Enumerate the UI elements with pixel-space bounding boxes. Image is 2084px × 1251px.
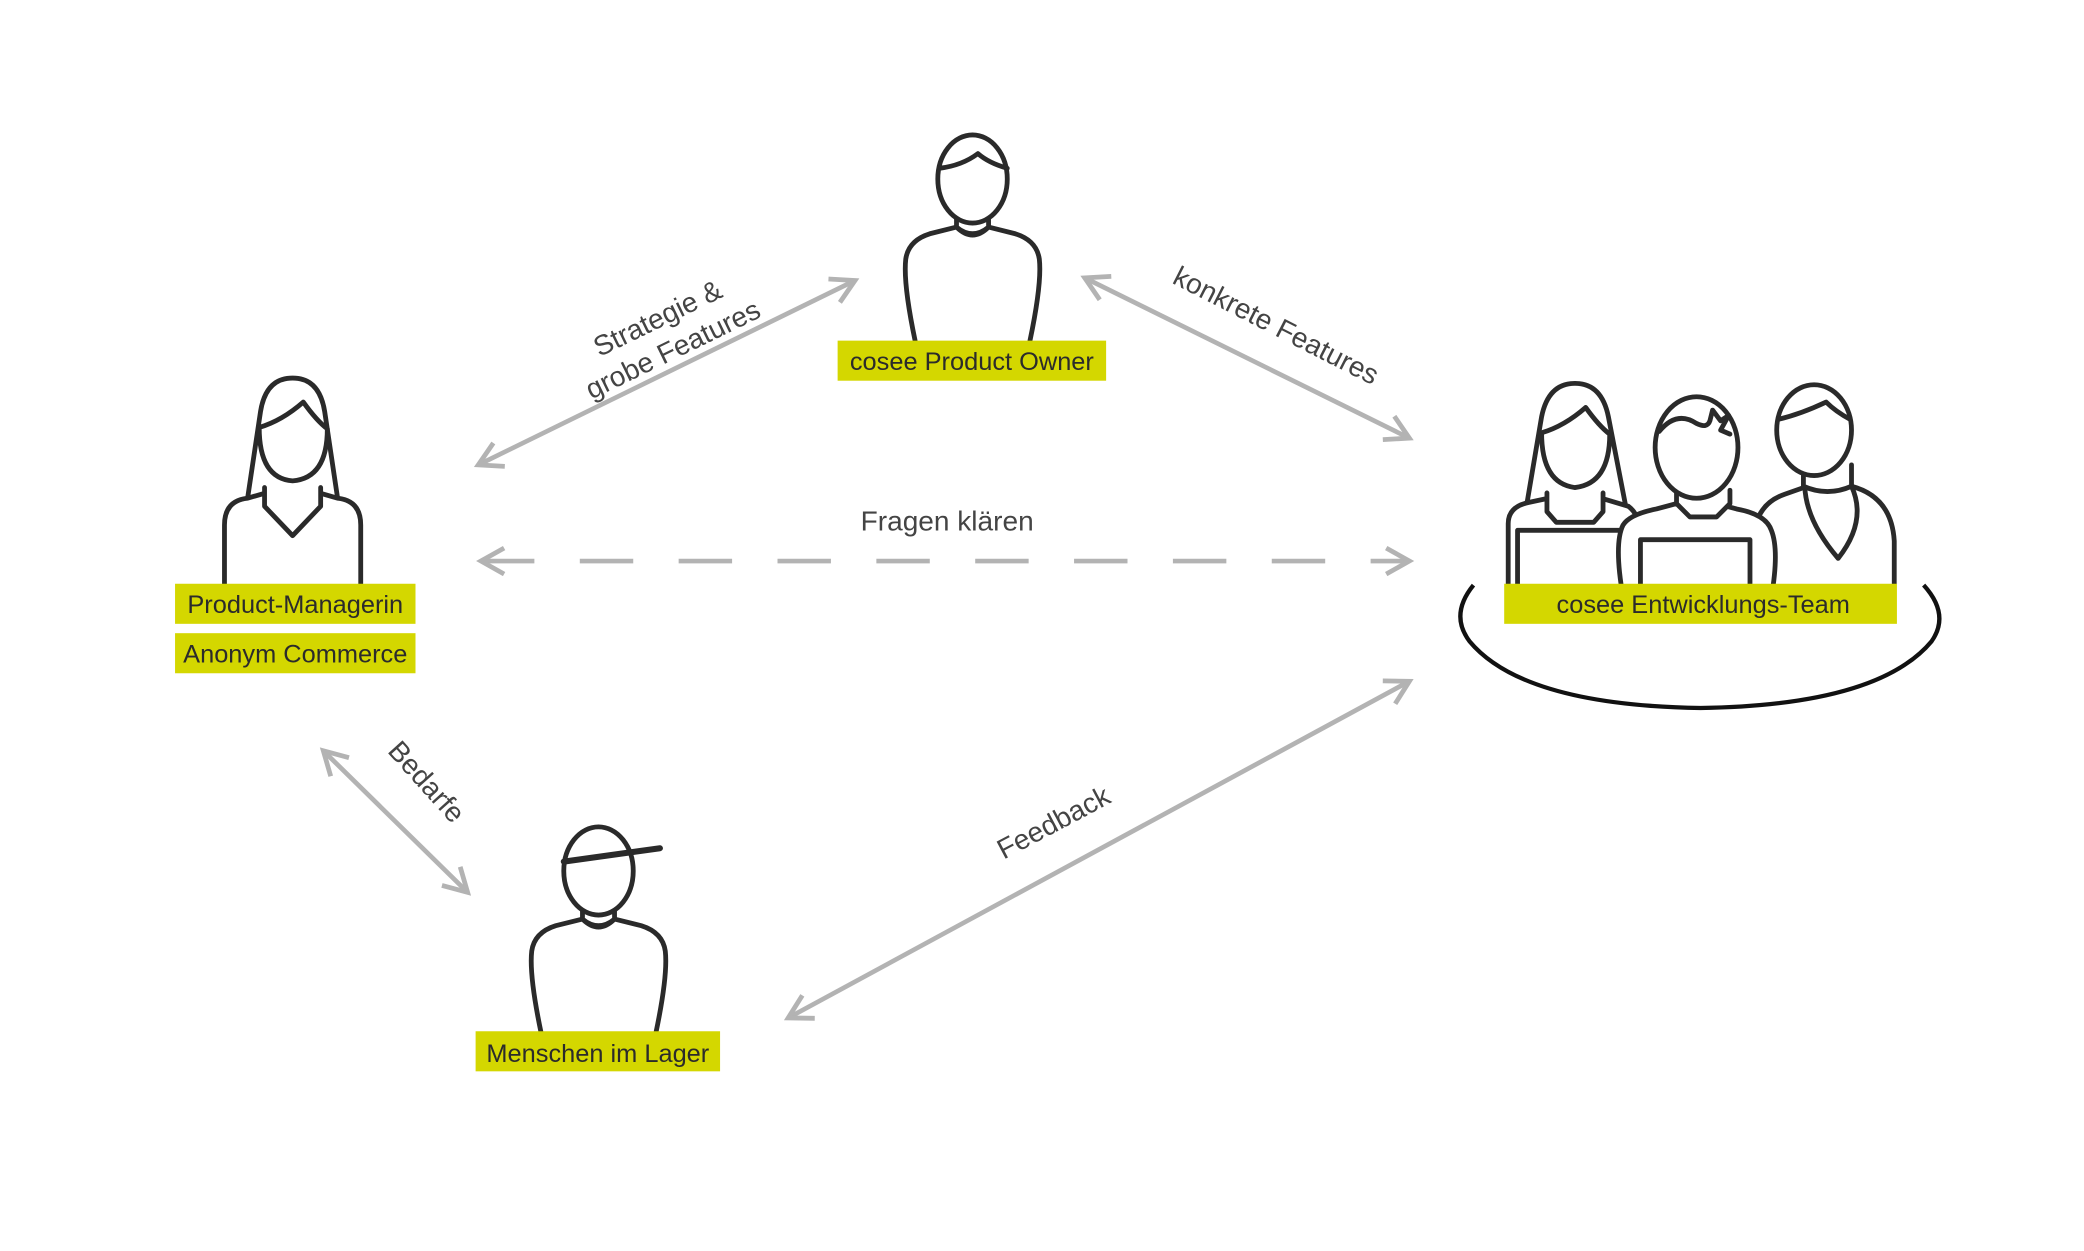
team-table-icon [1458,583,1942,711]
warehouse-label: Menschen im Lager [486,1040,709,1068]
label-questions: Fragen klären [861,505,1034,536]
warehouse-worker-icon [528,824,669,1035]
product-manager-highlight-1 [175,583,416,624]
label-needs: Bedarfe [382,735,471,829]
product-owner-icon [902,132,1043,344]
dev-team-highlight [1504,583,1897,624]
arrow-strategy [473,276,860,469]
product-manager-highlight-2 [175,633,416,674]
product-manager-label-company: Anonym Commerce [183,641,407,669]
label-strategy: Strategie & grobe Features [581,274,766,405]
product-manager-icon [222,375,364,587]
product-owner-label: cosee Product Owner [850,348,1095,376]
product-manager-label-role: Product-Managerin [187,591,403,619]
dev-team-label: cosee Entwicklungs-Team [1557,591,1850,619]
product-owner-highlight [837,340,1107,381]
arrow-feedback [783,678,1414,1021]
arrow-needs [319,747,472,896]
dev-team-icon [1458,380,1942,711]
arrow-concrete-features [1080,274,1414,442]
warehouse-highlight [475,1031,721,1072]
